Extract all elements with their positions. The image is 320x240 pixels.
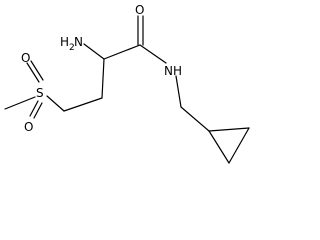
label-amide-nh: NH xyxy=(164,64,182,78)
label-amine-n: N xyxy=(74,35,83,49)
bond-cp1-cp2 xyxy=(208,127,250,132)
bond-s-o2-b xyxy=(33,102,43,119)
bond-ccarbonyl-namide xyxy=(139,44,167,64)
bond-calpha-ccarbonyl xyxy=(103,44,141,60)
molecule-structure: H 2 N O NH O S O xyxy=(4,3,250,164)
bond-s-o1-b xyxy=(30,60,44,81)
bonds xyxy=(4,15,250,164)
label-sulfur: S xyxy=(36,86,44,100)
bond-s-methyl xyxy=(4,96,36,110)
bond-calpha-cbeta xyxy=(101,58,105,99)
bond-ch2-cp1 xyxy=(180,106,210,132)
label-sulfonyl-o2: O xyxy=(24,120,33,134)
bond-namide-ch2 xyxy=(175,75,182,108)
bond-s-o1-a xyxy=(26,62,40,83)
label-amine-h: H xyxy=(60,35,69,49)
label-amine-subscript: 2 xyxy=(69,43,75,53)
atom-labels: H 2 N O NH O S O xyxy=(21,3,182,134)
bond-cp3-cp1 xyxy=(208,130,230,164)
bond-s-o2-a xyxy=(29,100,39,117)
bond-cgamma-s xyxy=(46,95,65,112)
bond-cp2-cp3 xyxy=(228,127,250,164)
bond-cbeta-cgamma xyxy=(63,97,103,112)
label-carbonyl-o: O xyxy=(135,3,144,17)
label-sulfonyl-o1: O xyxy=(21,51,30,65)
bond-calpha-nh2 xyxy=(83,43,105,60)
